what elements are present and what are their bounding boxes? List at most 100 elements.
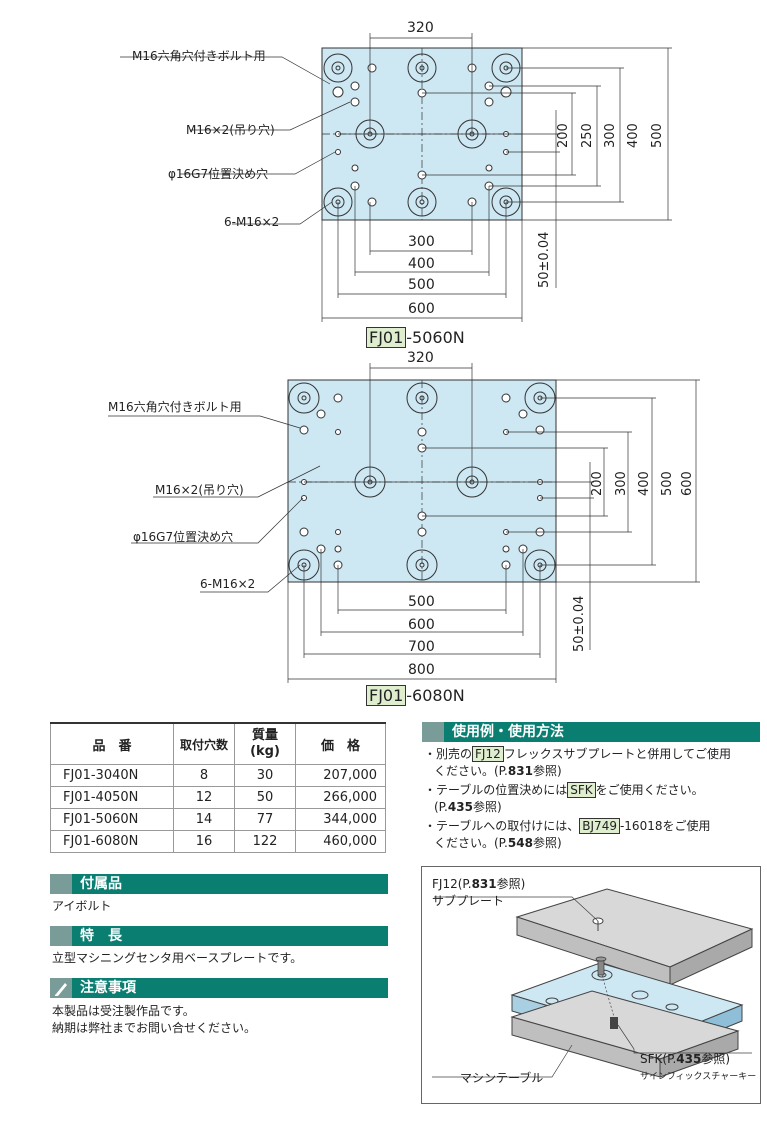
illus-label-subplate: サブプレート: [432, 894, 505, 908]
cell-mass: 50: [234, 786, 296, 809]
usage-ref-fj12[interactable]: FJ12: [472, 746, 504, 762]
cell-mass: 122: [234, 830, 296, 853]
features-header-stub: [50, 926, 72, 946]
illus-label-sfk-sub: サインフィックスチャーキー: [640, 1072, 757, 1082]
dim-right-500-6080: 500: [660, 471, 675, 496]
usage-item-3-pre: ・テーブルへの取付けには、: [424, 819, 580, 833]
usage-title: 使用例・使用方法: [452, 724, 564, 740]
usage-item-3-page: 548: [507, 836, 533, 850]
callout-positioning-6080: φ16G7位置決め穴: [133, 530, 234, 544]
accessories-text: アイボルト: [52, 899, 112, 913]
header-mass-line2: (kg): [250, 744, 280, 759]
notes-line-1: 本製品は受注製作品です。: [52, 1004, 195, 1018]
dim-bottom-800-6080: 800: [408, 662, 435, 678]
dim-bottom-700-6080: 700: [408, 639, 435, 655]
cell-mass: 77: [234, 808, 296, 831]
dim-right-400-6080: 400: [637, 471, 652, 496]
usage-header-stub: [422, 722, 444, 742]
cell-holes: 8: [173, 764, 235, 787]
spec-table: 品 番 取付穴数 質量(kg) 価 格 FJ01-3040N 8 30 207,…: [50, 722, 386, 853]
dim-bottom-400-5060: 400: [408, 256, 435, 272]
callout-tapped-6080: 6-M16×2: [200, 577, 256, 591]
illus-label-sfk-page: 435: [676, 1052, 702, 1066]
usage-item-3-post: -16018をご使用: [619, 819, 711, 833]
model-prefix-6080: FJ01: [366, 685, 407, 706]
dim-right-400-5060: 400: [626, 123, 641, 148]
header-price: 価 格: [295, 722, 386, 765]
usage-ref-sfk[interactable]: SFK: [567, 782, 596, 798]
assembly-illustration: [432, 888, 754, 1078]
illus-label-sfk-pre: SFK(P.: [640, 1052, 677, 1066]
header-mass: 質量(kg): [234, 722, 296, 765]
usage-item-2-post: をご使用ください。: [595, 783, 704, 797]
pen-icon: [55, 983, 67, 996]
accessories-title: 付属品: [80, 876, 122, 892]
usage-item-1-pre: ・別売の: [424, 747, 473, 761]
callout-bolt-5060: M16六角穴付きボルト用: [132, 49, 266, 63]
usage-item-3: ・テーブルへの取付けには、BJ749-16018をご使用 ください。(P.548…: [424, 818, 764, 852]
callout-bolt-6080: M16六角穴付きボルト用: [108, 400, 242, 414]
dim-right-300-5060: 300: [603, 123, 618, 148]
model-suffix-6080: -6080N: [406, 686, 465, 705]
callout-positioning-5060: φ16G7位置決め穴: [168, 167, 269, 181]
dim-right-250-5060: 250: [580, 123, 595, 148]
cell-part: FJ01-6080N: [50, 830, 174, 853]
cell-mass: 30: [234, 764, 296, 787]
drawing-6080: [108, 363, 700, 683]
header-holes: 取付穴数: [173, 722, 235, 765]
cell-holes: 14: [173, 808, 235, 831]
dim-right-600-6080: 600: [680, 471, 695, 496]
usage-item-1-post: フレックスサブプレートと併用してご使用: [503, 747, 732, 761]
callout-tapped-5060: 6-M16×2: [224, 215, 280, 229]
dim-right-300-6080: 300: [614, 471, 629, 496]
model-label-5060: FJ01-5060N: [366, 327, 465, 348]
dim-side-5060: 50±0.04: [537, 231, 552, 288]
table-row: FJ01-3040N 8 30 207,000: [50, 764, 386, 787]
illus-label-sfk: SFK(P.435参照): [640, 1050, 730, 1067]
table-row: FJ01-4050N 12 50 266,000: [50, 786, 386, 809]
cell-price: 207,000: [295, 764, 386, 787]
cell-holes: 12: [173, 786, 235, 809]
dim-right-500-5060: 500: [650, 123, 665, 148]
features-header: 特 長: [50, 926, 388, 946]
accessories-header: 付属品: [50, 874, 388, 894]
notes-title: 注意事項: [80, 980, 136, 996]
dim-side-6080: 50±0.04: [572, 595, 587, 652]
usage-item-2-line2-pre: (P.: [434, 800, 448, 814]
notes-line-2: 納期は弊社までお問い合せください。: [52, 1021, 257, 1035]
features-text: 立型マシニングセンタ用ベースプレートです。: [52, 951, 303, 965]
usage-item-3-line2-post: 参照): [532, 836, 562, 850]
notes-header-stub: [50, 978, 72, 998]
spec-table-header: 品 番 取付穴数 質量(kg) 価 格: [50, 722, 386, 765]
features-title: 特 長: [80, 928, 122, 944]
usage-item-3-line2-pre: ください。(P.: [434, 836, 508, 850]
usage-ref-bj749[interactable]: BJ749: [579, 818, 620, 834]
dim-bottom-600-6080: 600: [408, 617, 435, 633]
illus-label-fj12-post: 参照): [496, 877, 526, 891]
cell-part: FJ01-5060N: [50, 808, 174, 831]
illus-label-sfk-post: 参照): [701, 1052, 731, 1066]
model-suffix-5060: -5060N: [406, 328, 465, 347]
illus-label-fj12: FJ12(P.831参照): [432, 875, 525, 892]
usage-illustration: FJ12(P.831参照) サブプレート マシンテーブル SFK(P.435参照…: [421, 866, 761, 1104]
cell-part: FJ01-4050N: [50, 786, 174, 809]
dim-top-5060: 320: [407, 20, 434, 36]
table-row: FJ01-6080N 16 122 460,000: [50, 830, 386, 853]
drawing-5060: [120, 33, 672, 322]
dim-bottom-500-5060: 500: [408, 277, 435, 293]
header-mass-line1: 質量: [251, 728, 278, 743]
cell-price: 460,000: [295, 830, 386, 853]
usage-header: 使用例・使用方法: [422, 722, 760, 742]
usage-item-2-pre: ・テーブルの位置決めには: [424, 783, 568, 797]
usage-item-1-line2-post: 参照): [532, 764, 562, 778]
usage-item-1-line2-pre: ください。(P.: [434, 764, 508, 778]
model-prefix-5060: FJ01: [366, 327, 407, 348]
cell-price: 266,000: [295, 786, 386, 809]
usage-item-1-page: 831: [507, 764, 533, 778]
notes-header: 注意事項: [50, 978, 388, 998]
illus-label-fj12-page: 831: [471, 877, 497, 891]
dim-bottom-300-5060: 300: [408, 234, 435, 250]
cell-holes: 16: [173, 830, 235, 853]
